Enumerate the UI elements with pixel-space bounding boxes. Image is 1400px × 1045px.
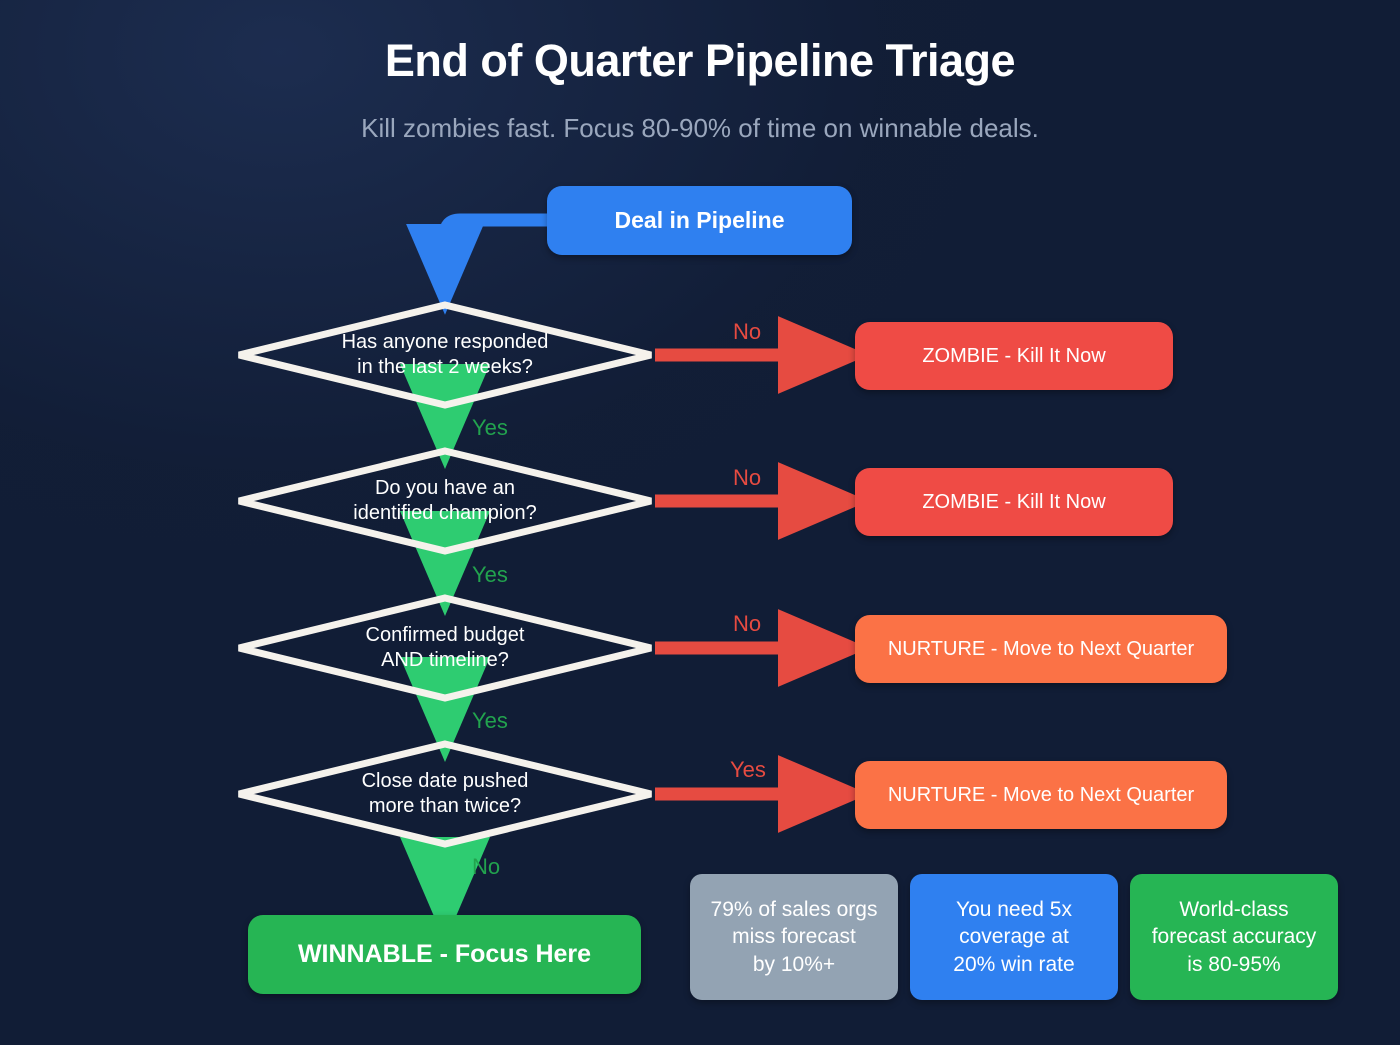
start-node-deal-in-pipeline[interactable]: Deal in Pipeline — [547, 186, 852, 255]
page-title: End of Quarter Pipeline Triage — [384, 35, 1016, 86]
edge-start-to-decision-1 — [406, 213, 547, 315]
outcome-label: WINNABLE - Focus Here — [297, 940, 592, 969]
decision-label: Do you have an identified champion? — [353, 477, 537, 524]
stat-card-text: World-class forecast accuracy is 80-95% — [1151, 898, 1317, 976]
edge-label-decision-2-yes: Yes — [472, 562, 508, 587]
outcome-winnable[interactable]: WINNABLE - Focus Here — [248, 915, 641, 994]
edge-label-decision-1-yes: Yes — [472, 415, 508, 440]
outcome-label: NURTURE - Move to Next Quarter — [887, 783, 1195, 806]
edge-label-decision-2-no: No — [733, 465, 762, 490]
outcome-nurture-1[interactable]: NURTURE - Move to Next Quarter — [855, 615, 1227, 683]
outcome-label: ZOMBIE - Kill It Now — [922, 490, 1106, 513]
decision-has-anyone-responded[interactable]: Has anyone responded in the last 2 weeks… — [235, 301, 655, 409]
outcome-nurture-2[interactable]: NURTURE - Move to Next Quarter — [855, 761, 1227, 829]
stat-card-forecast-accuracy: World-class forecast accuracy is 80-95% — [1130, 874, 1338, 1000]
edge-label-decision-3-yes: Yes — [472, 708, 508, 733]
decision-label: Confirmed budget AND timeline? — [365, 624, 525, 671]
decision-label: Has anyone responded in the last 2 weeks… — [341, 331, 549, 378]
stat-card-coverage: You need 5x coverage at 20% win rate — [910, 874, 1118, 1000]
diamond-shape — [238, 301, 652, 409]
edge-label-decision-1-no: No — [733, 319, 762, 344]
stat-card-miss-forecast: 79% of sales orgs miss forecast by 10%+ — [690, 874, 898, 1000]
decision-label: Close date pushed more than twice? — [361, 770, 529, 817]
page-subtitle: Kill zombies fast. Focus 80-90% of time … — [361, 113, 1039, 143]
diamond-shape — [238, 447, 652, 555]
outcome-zombie-1[interactable]: ZOMBIE - Kill It Now — [855, 322, 1173, 390]
diamond-shape — [238, 740, 652, 848]
start-node-label: Deal in Pipeline — [614, 207, 785, 234]
decision-confirmed-budget-and-timeline[interactable]: Confirmed budget AND timeline? — [235, 594, 655, 702]
stat-card-text: You need 5x coverage at 20% win rate — [953, 898, 1075, 976]
decision-close-date-pushed[interactable]: Close date pushed more than twice? — [235, 740, 655, 848]
edge-label-decision-3-no: No — [733, 611, 762, 636]
stat-card-text: 79% of sales orgs miss forecast by 10%+ — [710, 898, 878, 976]
edge-label-decision-4-no: No — [472, 854, 501, 879]
outcome-label: NURTURE - Move to Next Quarter — [887, 637, 1195, 660]
decision-identified-champion[interactable]: Do you have an identified champion? — [235, 447, 655, 555]
diamond-shape — [238, 594, 652, 702]
outcome-label: ZOMBIE - Kill It Now — [922, 344, 1106, 367]
outcome-zombie-2[interactable]: ZOMBIE - Kill It Now — [855, 468, 1173, 536]
edge-label-decision-4-yes: Yes — [730, 757, 766, 782]
